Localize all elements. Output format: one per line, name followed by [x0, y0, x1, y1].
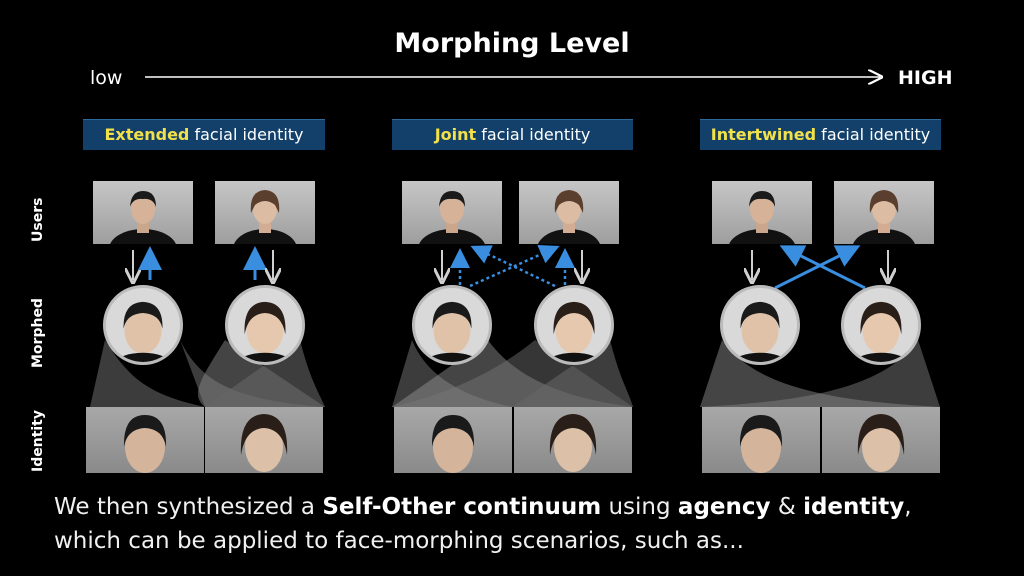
panel-header-rest: facial identity: [816, 125, 931, 144]
caption: We then synthesized a Self-Other continu…: [54, 490, 912, 558]
panel-header-emphasis: Extended: [104, 125, 190, 144]
axis-high-label: HIGH: [898, 67, 953, 89]
user-photo-a: [402, 181, 502, 244]
identity-face-a: [702, 407, 820, 473]
panel-header-rest: facial identity: [189, 125, 304, 144]
caption-line-1: We then synthesized a Self-Other continu…: [54, 490, 912, 524]
caption-text: ,: [904, 494, 912, 520]
cross-arrow: [774, 245, 861, 290]
panel-header-extended: Extended facial identity: [83, 119, 325, 150]
morphed-face-b: [534, 285, 614, 365]
morphed-face-b: [841, 285, 921, 365]
morphed-face-b: [225, 285, 305, 365]
morphed-face-a: [720, 285, 800, 365]
panel-header-joint: Joint facial identity: [392, 119, 633, 150]
morphed-face-a: [103, 285, 183, 365]
caption-text: using: [601, 494, 678, 520]
page-title: Morphing Level: [394, 28, 630, 59]
panel-header-rest: facial identity: [476, 125, 591, 144]
axis-low-label: low: [90, 67, 123, 89]
caption-bold: agency: [677, 494, 771, 520]
identity-face-b: [822, 407, 940, 473]
cross-arrow: [779, 245, 866, 290]
user-photo-b: [215, 181, 315, 244]
caption-text: &: [770, 494, 804, 520]
panel-header-emphasis: Joint: [434, 125, 477, 144]
identity-face-b: [205, 407, 323, 473]
user-photo-b: [834, 181, 934, 244]
identity-face-a: [86, 407, 204, 473]
caption-text: We then synthesized a: [54, 494, 323, 520]
identity-face-a: [394, 407, 512, 473]
morphed-face-a: [412, 285, 492, 365]
user-photo-b: [519, 181, 619, 244]
row-label-users: Users: [30, 197, 46, 242]
caption-bold: identity: [803, 494, 905, 520]
row-label-morphed: Morphed: [30, 298, 46, 368]
caption-bold: Self-Other continuum: [322, 494, 602, 520]
dotted-cross-arrow: [470, 245, 556, 288]
user-photo-a: [712, 181, 812, 244]
row-label-identity: Identity: [30, 409, 46, 472]
panel-header-emphasis: Intertwined: [710, 125, 817, 144]
user-photo-a: [93, 181, 193, 244]
panel-header-intertwined: Intertwined facial identity: [700, 119, 941, 150]
identity-face-b: [514, 407, 632, 473]
caption-line-2: which can be applied to face-morphing sc…: [54, 528, 744, 554]
